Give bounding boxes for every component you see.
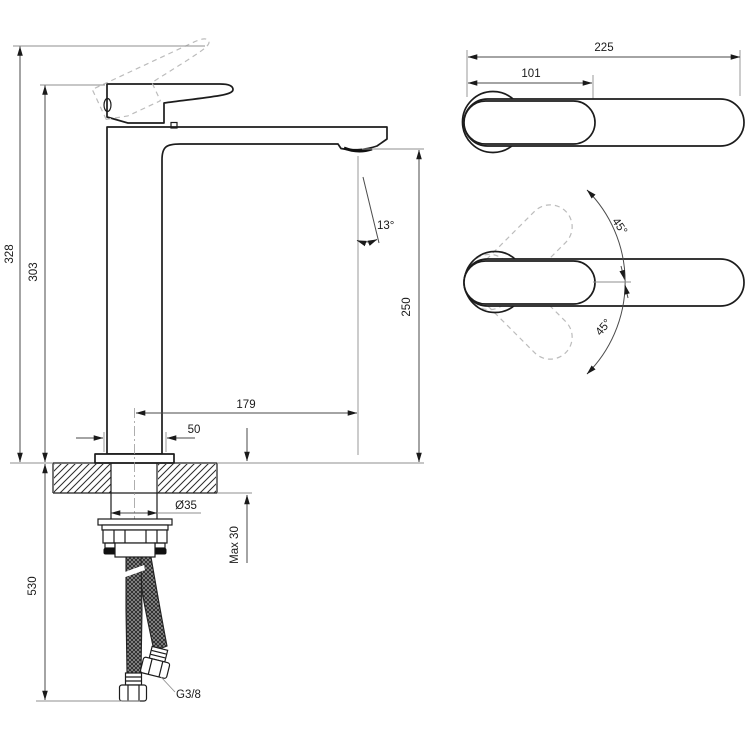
- dim-label-45-up: 45°: [609, 216, 629, 237]
- cartridge-connector: [170, 121, 178, 129]
- dim-base-width: 50: [76, 424, 201, 441]
- dim-label-303: 303: [28, 262, 40, 281]
- fixing-gasket: [101, 524, 169, 531]
- dim-label-250: 250: [401, 297, 413, 316]
- stud-left: [104, 542, 116, 549]
- dim-handle-length: 101: [467, 68, 593, 86]
- side-view: [52, 35, 388, 702]
- dim-total-height: 328: [4, 46, 23, 463]
- hose-nut-right-facets: [147, 658, 164, 678]
- fixing-nut-facets: [113, 530, 158, 543]
- handle-raised-ghost: [91, 35, 224, 126]
- ferrule-ridges-right: [150, 649, 167, 659]
- dim-label-225: 225: [594, 42, 613, 54]
- countertop-hatch-left: [54, 464, 111, 493]
- swing-center-tick-top: [619, 265, 625, 280]
- dim-hose-length: 530: [27, 463, 48, 701]
- mounting-hardware: [97, 518, 173, 558]
- handle-top-outline: [463, 100, 596, 145]
- hose-highlight-break: [122, 565, 145, 578]
- stud-right: [154, 542, 166, 549]
- top-view-plan: [461, 90, 745, 154]
- dim-spout-top-height: 303: [28, 85, 48, 463]
- dim-outlet-reach: 179: [135, 399, 358, 416]
- hose-fitting-left: [118, 672, 148, 702]
- faucet-body-and-spout: [106, 126, 388, 455]
- countertop: [52, 462, 218, 494]
- hose-nut-left-facets: [127, 685, 140, 701]
- aerator-outlet: [343, 146, 373, 153]
- dim-label-o35: Ø35: [175, 500, 197, 512]
- swing-center-tick-bottom: [624, 284, 630, 299]
- handle-pivot-cap: [103, 97, 112, 113]
- countertop-outline: [52, 462, 218, 494]
- top-view-swing: 45° 45°: [463, 189, 745, 375]
- countertop-hatch-right: [158, 464, 216, 493]
- fixing-washer: [97, 518, 173, 526]
- handle-ghost-up: [466, 204, 573, 311]
- mounting-shank: [110, 463, 158, 519]
- dim-outlet-angle: 13°: [356, 176, 394, 247]
- dim-label-45-down: 45°: [594, 317, 614, 338]
- dim-label-328: 328: [4, 244, 16, 263]
- dim-label-50: 50: [188, 424, 201, 436]
- dim-handle-swing: 45° 45°: [586, 189, 631, 375]
- dim-label-max30: Max 30: [229, 526, 241, 564]
- dim-label-g38: G3/8: [176, 689, 201, 701]
- dim-label-13deg: 13°: [377, 220, 394, 232]
- handle-side: [106, 83, 234, 124]
- dimensions: 328 303 530 250 179 50 13°: [4, 42, 741, 701]
- shank-end-block: [114, 542, 156, 558]
- ferrule-ridges-left: [126, 676, 141, 682]
- dim-overall-length: 225: [467, 42, 741, 60]
- dim-hose-thread: G3/8: [160, 676, 201, 701]
- dim-label-179: 179: [236, 399, 255, 411]
- handle-ghost-down: [466, 253, 573, 360]
- dim-max-counter-thickness: Max 30: [229, 428, 250, 564]
- hose-fitting-right: [139, 645, 171, 679]
- dim-shank-diameter: Ø35: [110, 500, 201, 516]
- hose-nut-left: [118, 684, 148, 702]
- hose-ferrule-left: [124, 672, 143, 686]
- stud-foot-left: [103, 548, 117, 555]
- stud-foot-right: [153, 548, 167, 555]
- handle-top-outline-2: [463, 260, 596, 305]
- dim-outlet-height: 250: [401, 149, 422, 463]
- supply-hose-right: [138, 556, 168, 652]
- dim-label-101: 101: [521, 68, 540, 80]
- dim-label-530: 530: [27, 576, 39, 595]
